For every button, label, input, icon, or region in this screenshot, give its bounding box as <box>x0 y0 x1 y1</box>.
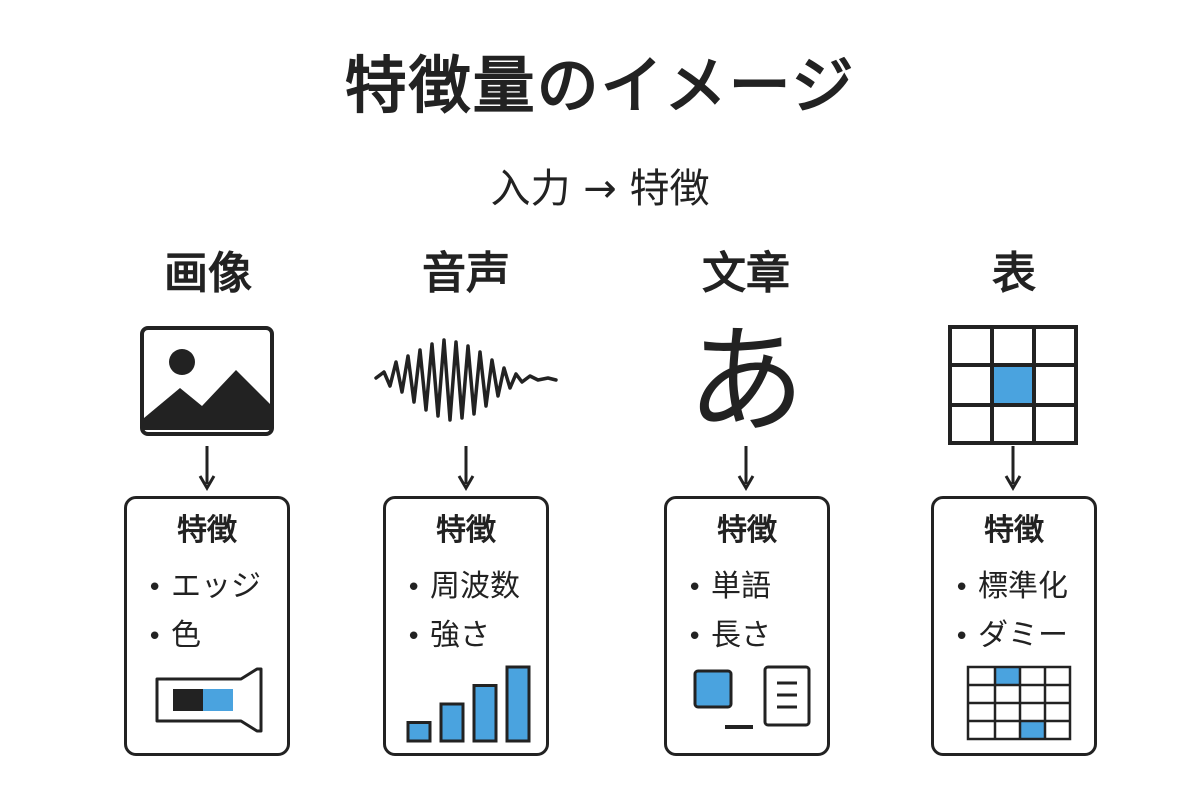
feature-box-image: 特徴 エッジ 色 <box>124 496 290 756</box>
color-slider-icon <box>155 667 263 733</box>
feature-item: 標準化 <box>954 563 1068 612</box>
bar-1 <box>406 721 432 743</box>
feature-box-audio: 特徴 周波数 強さ <box>383 496 549 756</box>
page-subtitle: 入力 → 特徴 <box>490 166 710 212</box>
arrow-down-icon <box>1004 446 1022 491</box>
arrow-down-icon <box>198 446 216 491</box>
feature-item: 強さ <box>406 612 520 661</box>
hiragana-a-icon: あ <box>686 312 805 450</box>
feature-list: 周波数 強さ <box>406 563 520 661</box>
token-and-document-icon <box>693 665 811 729</box>
column-label-text: 文章 <box>702 248 790 299</box>
image-icon <box>140 326 274 436</box>
feature-list: エッジ 色 <box>147 563 261 661</box>
page-title: 特徴量のイメージ <box>344 49 856 122</box>
bar-2 <box>439 702 465 743</box>
feature-list: 標準化 ダミー <box>954 563 1068 661</box>
column-label-audio: 音声 <box>422 248 510 299</box>
feature-item: 長さ <box>687 612 771 661</box>
feature-box-text: 特徴 単語 長さ <box>664 496 830 756</box>
feature-item: 色 <box>147 612 261 661</box>
bar-4 <box>505 665 531 743</box>
bar-chart-icon <box>406 665 531 743</box>
waveform-icon <box>374 338 558 422</box>
feature-box-title: 特徴 <box>436 513 496 548</box>
feature-box-title: 特徴 <box>717 513 777 548</box>
feature-box-title: 特徴 <box>984 513 1044 548</box>
column-label-image: 画像 <box>164 248 252 299</box>
feature-item: エッジ <box>147 563 261 612</box>
table-grid-icon <box>948 325 1078 445</box>
arrow-down-icon <box>457 446 475 491</box>
feature-item: ダミー <box>954 612 1068 661</box>
arrow-down-icon <box>737 446 755 491</box>
feature-box-title: 特徴 <box>177 513 237 548</box>
feature-item: 周波数 <box>406 563 520 612</box>
one-hot-grid-icon <box>966 665 1072 741</box>
bar-3 <box>472 684 498 743</box>
feature-list: 単語 長さ <box>687 563 771 661</box>
column-label-table: 表 <box>992 248 1036 299</box>
feature-item: 単語 <box>687 563 771 612</box>
feature-box-table: 特徴 標準化 ダミー <box>931 496 1097 756</box>
